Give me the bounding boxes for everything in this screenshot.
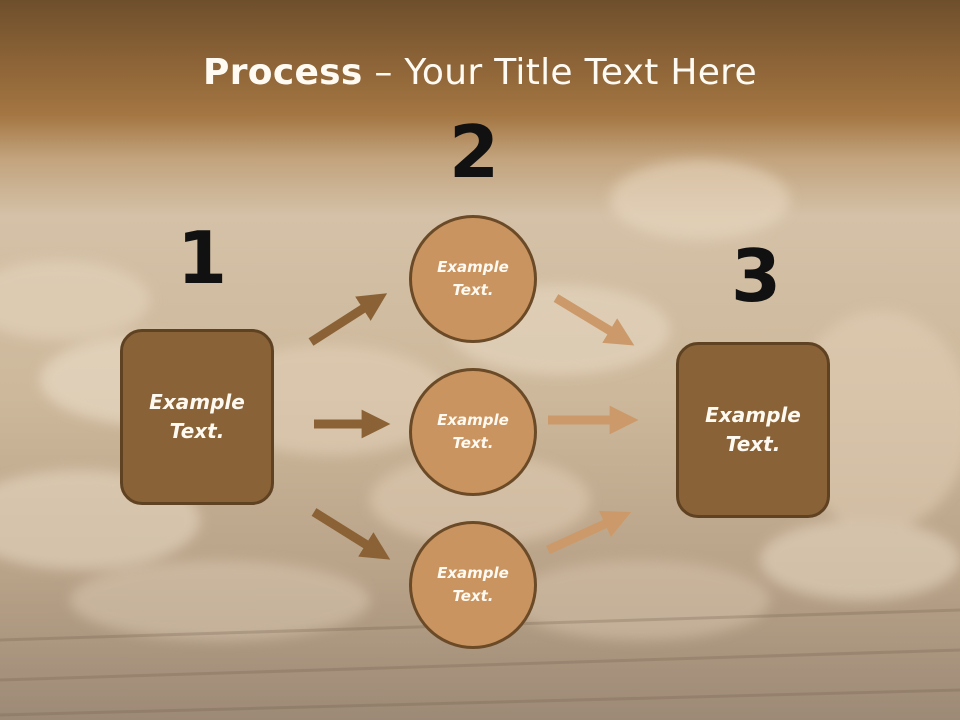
- step-number-2: 2: [449, 110, 500, 194]
- step-box-left: Example Text.: [120, 329, 274, 505]
- title-rest: – Your Title Text Here: [362, 52, 757, 93]
- arrow-left-down: [311, 508, 391, 560]
- arrow-right-up: [553, 294, 635, 346]
- title-bold: Process: [203, 52, 363, 93]
- step-number-1: 1: [177, 216, 228, 300]
- step-box-right-text: Example Text.: [705, 403, 801, 456]
- circle-middle-text: Example Text.: [437, 411, 509, 452]
- step-box-left-text: Example Text.: [149, 390, 245, 443]
- step-number-3: 3: [731, 234, 782, 318]
- circle-middle: Example Text.: [409, 368, 537, 496]
- circle-bottom: Example Text.: [409, 521, 537, 649]
- circle-bottom-text: Example Text.: [437, 564, 509, 605]
- circle-top: Example Text.: [409, 215, 537, 343]
- arrow-left-up: [308, 293, 388, 346]
- arrow-right-down: [546, 510, 632, 555]
- circle-top-text: Example Text.: [437, 258, 509, 299]
- slide-title: Process – Your Title Text Here: [0, 52, 960, 93]
- step-box-right: Example Text.: [676, 342, 830, 518]
